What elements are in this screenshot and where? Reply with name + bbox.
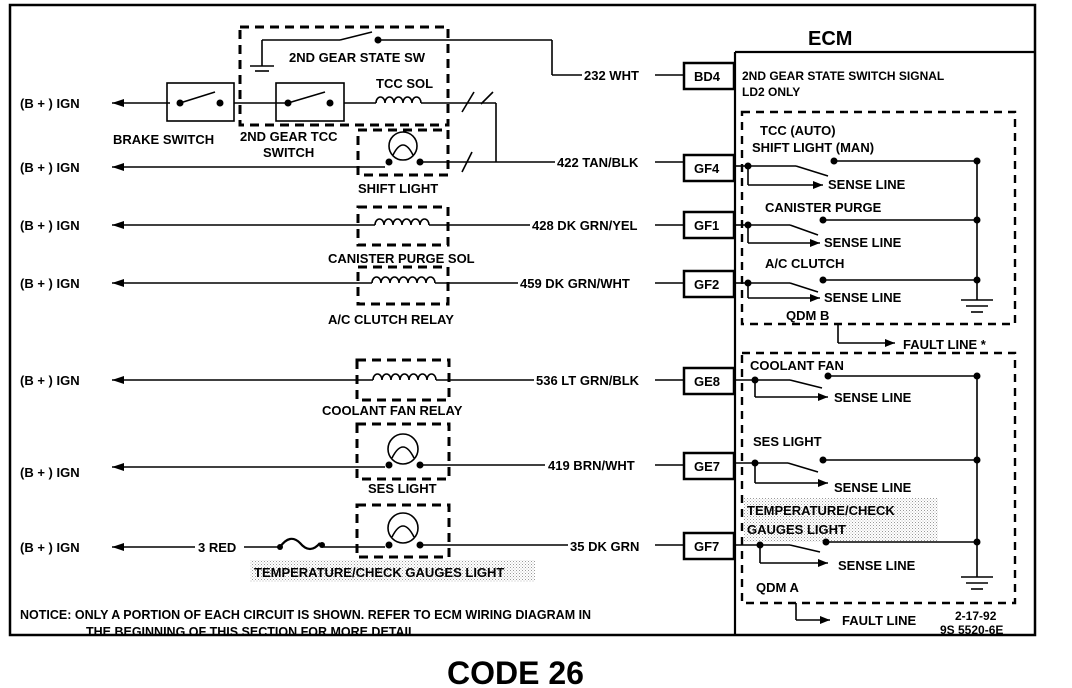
date-label: 2-17-92 bbox=[955, 609, 997, 623]
ac-clutch-label: A/C CLUTCH RELAY bbox=[328, 312, 454, 327]
code-title: CODE 26 bbox=[447, 655, 584, 688]
brake-switch-label: BRAKE SWITCH bbox=[113, 132, 214, 147]
pin-ge7-label: GE7 bbox=[694, 459, 720, 474]
ecm-label: ECM bbox=[808, 28, 852, 50]
notice-line-1: NOTICE: ONLY A PORTION OF EACH CIRCUIT I… bbox=[20, 608, 591, 622]
tcc-switch-label-1: 2ND GEAR TCC bbox=[240, 129, 338, 144]
wire-35-label: 35 DK GRN bbox=[570, 539, 639, 554]
wire-459-label: 459 DK GRN/WHT bbox=[520, 276, 630, 291]
gear-state-switch-box bbox=[238, 25, 450, 127]
sense-line-ses: SENSE LINE bbox=[834, 480, 912, 495]
pin-gf2-label: GF2 bbox=[694, 277, 719, 292]
tcc-sol-label: TCC SOL bbox=[376, 76, 433, 91]
power-label-6: (B + ) IGN bbox=[20, 465, 80, 480]
ses-light-label: SES LIGHT bbox=[368, 481, 437, 496]
wire-428-label: 428 DK GRN/YEL bbox=[532, 218, 638, 233]
canister-purge-label: CANISTER PURGE SOL bbox=[328, 251, 475, 266]
temp-light-bulb-icon bbox=[387, 512, 419, 544]
ac-driver-label: A/C CLUTCH bbox=[765, 256, 844, 271]
power-label-4: (B + ) IGN bbox=[20, 276, 80, 291]
qdm-b-label: QDM B bbox=[786, 308, 829, 323]
fault-line-a: FAULT LINE bbox=[842, 613, 916, 628]
temp-driver-label-1: TEMPERATURE/CHECK bbox=[747, 503, 895, 518]
temp-gauges-box bbox=[355, 503, 451, 559]
tcc-switch-label-2: SWITCH bbox=[263, 145, 314, 160]
sense-line-tcc: SENSE LINE bbox=[828, 177, 906, 192]
power-label-7: (B + ) IGN bbox=[20, 540, 80, 555]
coolant-fan-coil bbox=[372, 373, 437, 381]
pin-gf4 bbox=[682, 153, 736, 183]
tcc-driver-label-1: TCC (AUTO) bbox=[760, 123, 836, 138]
power-label-5: (B + ) IGN bbox=[20, 373, 80, 388]
ses-light-bulb-icon bbox=[387, 433, 419, 465]
qdm-b-block bbox=[740, 110, 1017, 326]
power-label-1: (B + ) IGN bbox=[20, 96, 80, 111]
wire-232-label: 232 WHT bbox=[584, 68, 639, 83]
qdm-a-block bbox=[740, 351, 1017, 605]
pin-gf2 bbox=[682, 269, 736, 299]
tcc-driver-label-2: SHIFT LIGHT (MAN) bbox=[752, 140, 874, 155]
pin-ge7 bbox=[682, 451, 736, 481]
ref-label: 9S 5520-6E bbox=[940, 623, 1003, 637]
pin-bd4 bbox=[682, 61, 736, 91]
shift-light-bulb-icon bbox=[388, 131, 418, 161]
wire-536-label: 536 LT GRN/BLK bbox=[536, 373, 640, 388]
wire-422-label: 422 TAN/BLK bbox=[557, 155, 639, 170]
pin-ge8 bbox=[682, 366, 736, 396]
notice-line-2: THE BEGINNING OF THIS SECTION FOR MORE D… bbox=[86, 625, 419, 639]
pin-ge8-label: GE8 bbox=[694, 374, 720, 389]
fuse-wire-label: 3 RED bbox=[198, 540, 236, 555]
fault-line-b: FAULT LINE * bbox=[903, 337, 987, 352]
canister-purge-coil bbox=[374, 218, 430, 226]
temp-driver-label-2: GAUGES LIGHT bbox=[747, 522, 846, 537]
power-label-3: (B + ) IGN bbox=[20, 218, 80, 233]
fuse-icon bbox=[279, 537, 321, 551]
coolant-driver-label: COOLANT FAN bbox=[750, 358, 844, 373]
gear-state-sw-label: 2ND GEAR STATE SW bbox=[289, 50, 426, 65]
pin-gf7-label: GF7 bbox=[694, 539, 719, 554]
tcc-switch-box bbox=[275, 82, 345, 122]
coolant-fan-label: COOLANT FAN RELAY bbox=[322, 403, 463, 418]
canister-purge-box bbox=[356, 205, 450, 247]
power-label-2: (B + ) IGN bbox=[20, 160, 80, 175]
temp-gauges-label: TEMPERATURE/CHECK GAUGES LIGHT bbox=[254, 565, 504, 580]
gear-signal-label: 2ND GEAR STATE SWITCH SIGNAL bbox=[742, 69, 944, 83]
canister-driver-label: CANISTER PURGE bbox=[765, 200, 882, 215]
ses-light-box bbox=[355, 422, 451, 481]
sense-line-coolant: SENSE LINE bbox=[834, 390, 912, 405]
ac-clutch-coil bbox=[371, 276, 436, 284]
qdm-a-label: QDM A bbox=[756, 580, 799, 595]
sense-line-temp: SENSE LINE bbox=[838, 558, 916, 573]
wire-419-label: 419 BRN/WHT bbox=[548, 458, 635, 473]
pin-bd4-label: BD4 bbox=[694, 69, 721, 84]
pin-gf7 bbox=[682, 531, 736, 561]
ac-clutch-box bbox=[356, 265, 450, 306]
shift-light-label: SHIFT LIGHT bbox=[358, 181, 438, 196]
pin-gf4-label: GF4 bbox=[694, 161, 720, 176]
ses-driver-label: SES LIGHT bbox=[753, 434, 822, 449]
pin-gf1-label: GF1 bbox=[694, 218, 719, 233]
shift-light-box bbox=[356, 128, 450, 177]
tcc-sol-coil bbox=[375, 96, 422, 104]
brake-switch-box bbox=[166, 82, 235, 122]
sense-line-ac: SENSE LINE bbox=[824, 290, 902, 305]
ld2-only-label: LD2 ONLY bbox=[742, 85, 800, 99]
diagram-border bbox=[8, 3, 1037, 637]
sense-line-canister: SENSE LINE bbox=[824, 235, 902, 250]
